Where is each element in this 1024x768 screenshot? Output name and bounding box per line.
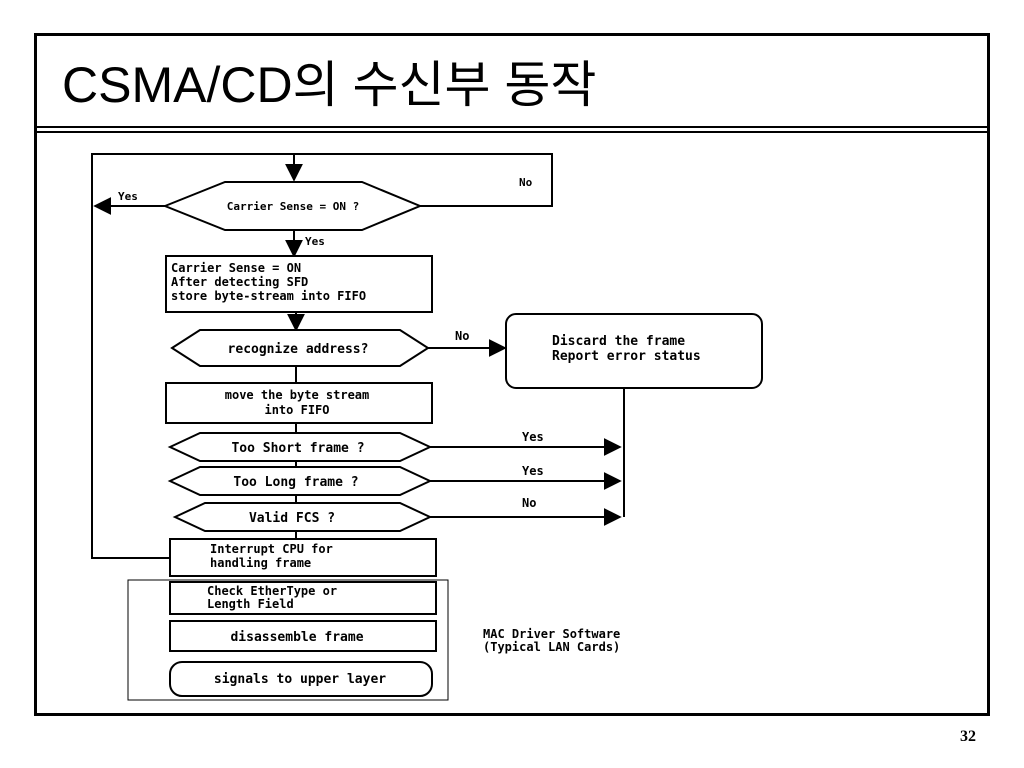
store-byte-stream-box <box>165 255 433 313</box>
title-rule-top <box>37 126 987 128</box>
fcs-no-label: No <box>522 496 536 510</box>
discard-frame-box <box>505 313 763 389</box>
check-ethertype-box <box>169 581 437 615</box>
too-short-label: Too Short frame ? <box>231 441 364 456</box>
carrier-yes-left-label: Yes <box>118 190 138 203</box>
disassemble-frame-box <box>169 620 437 652</box>
carrier-sense-decision <box>162 181 423 231</box>
valid-fcs-label: Valid FCS ? <box>249 511 335 526</box>
too-long-label: Too Long frame ? <box>233 475 358 490</box>
driver-software-region <box>127 579 449 701</box>
recognize-address-label: recognize address? <box>228 342 369 357</box>
driver-label-line-1: MAC Driver Software <box>483 627 620 641</box>
page-number: 32 <box>960 728 976 745</box>
title-rule-bottom <box>37 131 987 133</box>
recognize-no-label: No <box>455 329 469 343</box>
carrier-no-label: No <box>519 176 533 189</box>
interrupt-box-line-2: handling frame <box>210 556 311 570</box>
check-box-line-1: Check EtherType or <box>207 584 337 598</box>
signals-upper-layer-box <box>169 661 433 697</box>
discard-box-line-2: Report error status <box>552 349 701 364</box>
carrier-yes-down-label: Yes <box>305 235 325 248</box>
signals-label: signals to upper layer <box>214 672 386 687</box>
short-yes-label: Yes <box>522 430 544 444</box>
interrupt-cpu-box <box>169 538 437 577</box>
disassemble-label: disassemble frame <box>230 630 363 645</box>
move-byte-stream-box <box>165 382 433 424</box>
store-box-line-2: After detecting SFD <box>171 275 308 289</box>
slide-title: CSMA/CD의 수신부 동작 <box>62 57 597 113</box>
interrupt-box-line-1: Interrupt CPU for <box>210 542 333 556</box>
move-box-line-2: into FIFO <box>264 403 329 417</box>
carrier-sense-decision-label: Carrier Sense = ON ? <box>227 200 359 213</box>
move-box-line-1: move the byte stream <box>225 388 370 402</box>
store-box-line-3: store byte-stream into FIFO <box>171 289 366 303</box>
check-box-line-2: Length Field <box>207 597 294 611</box>
discard-box-line-1: Discard the frame <box>552 334 685 349</box>
store-box-line-1: Carrier Sense = ON <box>171 261 301 275</box>
long-yes-label: Yes <box>522 464 544 478</box>
driver-label-line-2: (Typical LAN Cards) <box>483 640 620 654</box>
no-loop-connector <box>91 153 553 559</box>
